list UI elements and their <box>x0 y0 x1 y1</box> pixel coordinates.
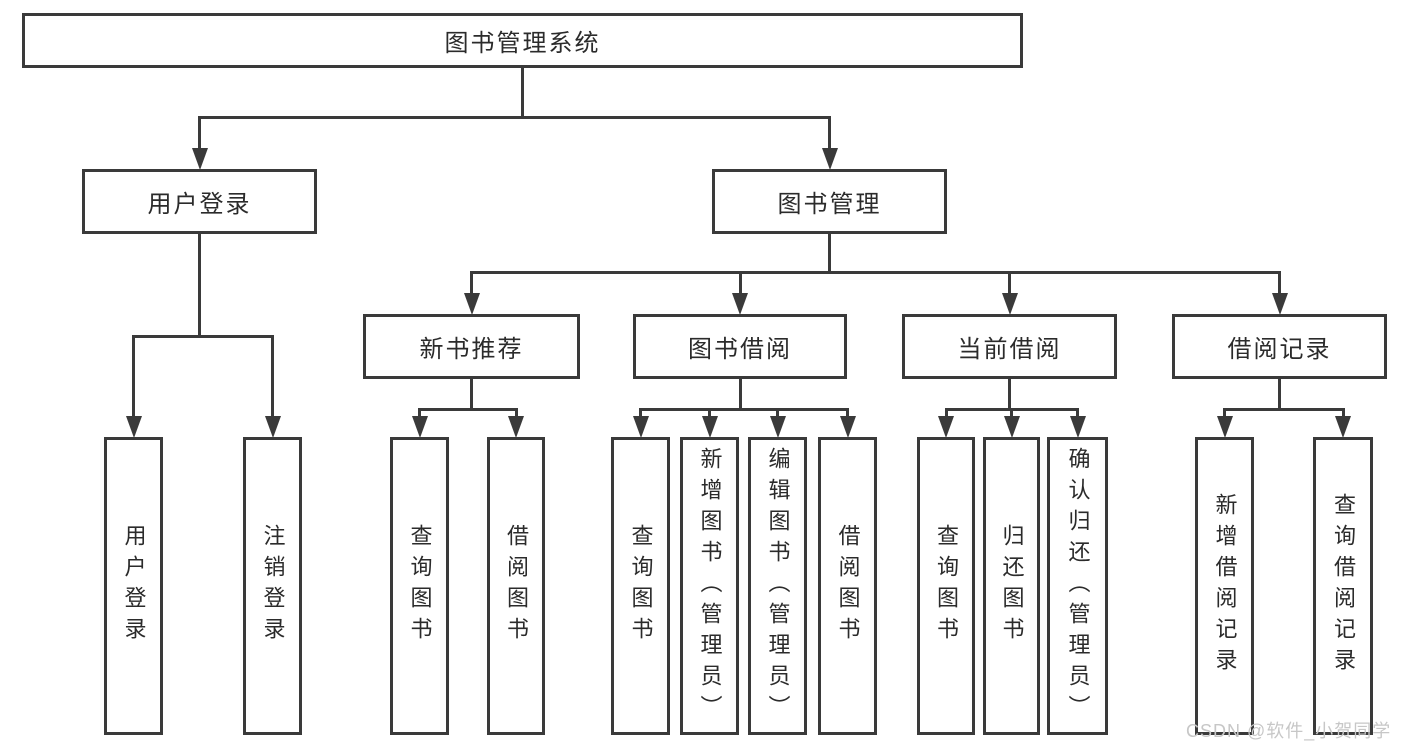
connector-line <box>1223 407 1345 411</box>
node-label: 确认归还（管理员） <box>1065 446 1091 726</box>
node-root: 图书管理系统 <box>22 13 1023 68</box>
node-bw-query: 查询图书 <box>611 437 670 735</box>
node-rec-add: 新增借阅记录 <box>1195 437 1254 735</box>
connector-line <box>1278 378 1281 409</box>
arrow-down-icon <box>1335 416 1351 438</box>
connector-line <box>132 334 274 338</box>
connector-line <box>470 272 473 296</box>
node-label: 图书借阅 <box>688 336 792 363</box>
connector-line <box>132 336 135 419</box>
connector-line <box>514 409 518 419</box>
node-label: 图书管理 <box>777 191 882 218</box>
connector-line <box>1278 272 1281 296</box>
connector-line <box>1341 409 1345 419</box>
node-current: 当前借阅 <box>902 314 1117 379</box>
node-bw-add: 新增图书（管理员） <box>680 437 739 735</box>
node-label: 借阅图书 <box>504 524 529 648</box>
arrow-down-icon <box>1003 416 1020 438</box>
node-label: 新增借阅记录 <box>1212 493 1238 679</box>
node-label: 归还图书 <box>999 524 1025 648</box>
connector-line <box>1223 409 1226 419</box>
connector-line <box>828 117 831 151</box>
connector-line <box>418 407 518 411</box>
connector-line <box>1010 409 1013 419</box>
node-rec-query: 查询借阅记录 <box>1313 437 1373 735</box>
arrow-down-icon <box>463 293 480 315</box>
node-label: 用户登录 <box>121 524 147 648</box>
connector-line <box>639 409 642 419</box>
node-nb-query: 查询图书 <box>390 437 449 735</box>
arrow-down-icon <box>1001 293 1018 315</box>
connector-line <box>639 407 849 411</box>
arrow-down-icon <box>938 416 954 438</box>
connector-line <box>198 117 201 151</box>
node-label: 借阅图书 <box>835 524 861 648</box>
node-cur-query: 查询图书 <box>917 437 975 735</box>
arrow-down-icon <box>769 416 786 438</box>
arrow-down-icon <box>701 416 718 438</box>
connector-line <box>198 115 831 119</box>
connector-line <box>846 409 849 419</box>
node-label: 编辑图书（管理员） <box>765 446 791 726</box>
node-label: 图书管理系统 <box>444 30 601 57</box>
connector-line <box>738 378 742 409</box>
connector-line <box>828 233 831 272</box>
node-label: 查询借阅记录 <box>1331 493 1356 679</box>
connector-line <box>470 270 1281 274</box>
node-label: 查询图书 <box>628 524 654 648</box>
node-cur-confirm: 确认归还（管理员） <box>1047 437 1108 735</box>
connector-line <box>1008 272 1011 296</box>
arrow-down-icon <box>1069 416 1086 438</box>
arrow-down-icon <box>264 416 281 438</box>
node-cur-return: 归还图书 <box>983 437 1040 735</box>
connector-line <box>418 409 421 419</box>
node-label: 查询图书 <box>407 524 433 648</box>
arrow-down-icon <box>1216 416 1233 438</box>
node-nb-borrow: 借阅图书 <box>487 437 545 735</box>
node-borrow: 图书借阅 <box>633 314 847 379</box>
node-label: 新增图书（管理员） <box>697 446 723 726</box>
node-user-login: 用户登录 <box>104 437 163 735</box>
connector-line <box>944 409 948 419</box>
csdn-watermark: CSDN @软件_小贺同学 <box>1186 721 1392 741</box>
arrow-down-icon <box>839 416 856 438</box>
node-mgmt: 图书管理 <box>712 169 947 234</box>
node-label: 注销登录 <box>260 524 286 648</box>
arrow-down-icon <box>125 416 142 438</box>
node-label: 用户登录 <box>147 191 252 218</box>
arrow-down-icon <box>821 148 838 170</box>
connector-line <box>738 272 742 296</box>
node-logout: 注销登录 <box>243 437 302 735</box>
node-label: 当前借阅 <box>957 336 1062 363</box>
arrow-down-icon <box>508 416 524 438</box>
arrow-down-icon <box>1271 293 1288 315</box>
node-label: 借阅记录 <box>1227 336 1332 363</box>
node-bw-edit: 编辑图书（管理员） <box>748 437 807 735</box>
arrow-down-icon <box>732 293 748 315</box>
connector-line <box>1008 378 1011 409</box>
connector-line <box>198 233 201 336</box>
connector-line <box>776 409 779 419</box>
node-login: 用户登录 <box>82 169 317 234</box>
node-label: 新书推荐 <box>419 336 524 363</box>
connector-line <box>271 336 274 419</box>
arrow-down-icon <box>191 148 208 170</box>
connector-line <box>708 409 711 419</box>
node-new-books: 新书推荐 <box>363 314 580 379</box>
connector-line <box>1076 409 1079 419</box>
node-label: 查询图书 <box>934 524 959 648</box>
node-bw-borrow: 借阅图书 <box>818 437 877 735</box>
arrow-down-icon <box>411 416 428 438</box>
arrow-down-icon <box>632 416 649 438</box>
connector-line <box>521 67 524 117</box>
node-records: 借阅记录 <box>1172 314 1387 379</box>
connector-line <box>470 378 473 409</box>
